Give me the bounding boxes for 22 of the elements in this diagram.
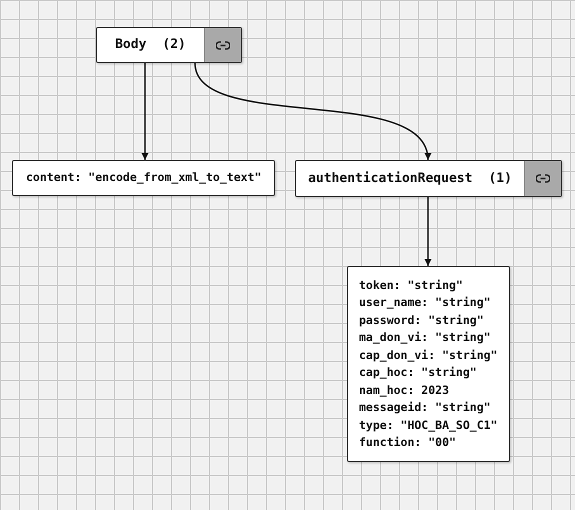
property-line: user_name: "string" bbox=[359, 295, 492, 310]
property-line: content: "encode_from_xml_to_text" bbox=[26, 169, 262, 186]
property-line: token: "string" bbox=[359, 278, 464, 293]
node-title: Body bbox=[115, 36, 146, 54]
arrow bbox=[424, 197, 432, 266]
property-line: ma_don_vi: "string" bbox=[359, 330, 492, 346]
arrow bbox=[142, 63, 148, 160]
property-line: cap_hoc: "string" bbox=[359, 365, 478, 380]
node-title: authenticationRequest bbox=[308, 170, 472, 188]
child-count: (1) bbox=[488, 170, 512, 188]
object-node bbox=[347, 266, 510, 462]
object-node bbox=[295, 160, 562, 197]
property-line: messageid: "string" bbox=[359, 400, 492, 416]
property-line: type: "HOC_BA_SO_C1" bbox=[359, 418, 498, 433]
object-node bbox=[96, 27, 242, 63]
property-line: password: "string" bbox=[359, 312, 485, 328]
property-line: function: "00" bbox=[359, 435, 457, 450]
property-line: cap_don_vi: "string" bbox=[359, 348, 498, 363]
arrow bbox=[194, 62, 430, 160]
child-count: (2) bbox=[162, 36, 186, 54]
value-node bbox=[12, 160, 275, 196]
property-line: nam_hoc: 2023 bbox=[359, 382, 450, 398]
